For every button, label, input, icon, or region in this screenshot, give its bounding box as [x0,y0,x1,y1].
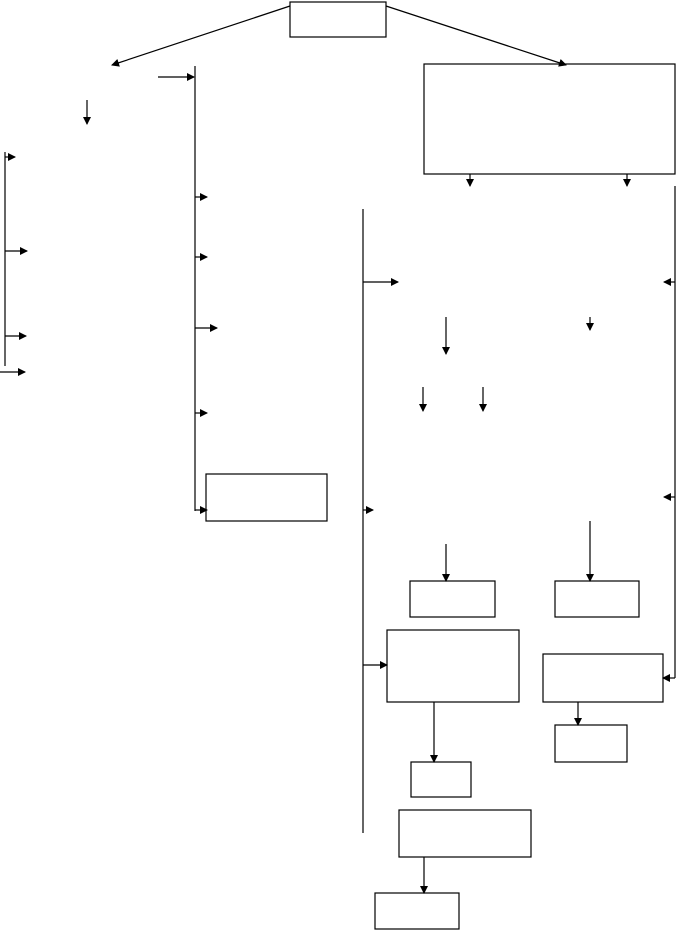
root-to-right-arrow [385,5,567,67]
center-left-box [409,580,496,618]
root-box [289,1,387,38]
middle-column-end-box [205,473,328,522]
right-bottom-box [554,724,628,763]
final-box [374,892,460,930]
center-large-box [386,629,520,703]
wide-lower-box [398,809,532,858]
small-center-box [410,761,472,798]
right-main-box [423,63,676,175]
center-right-box [554,580,640,618]
right-lower-box [542,653,664,703]
root-to-left-arrow [111,5,291,67]
